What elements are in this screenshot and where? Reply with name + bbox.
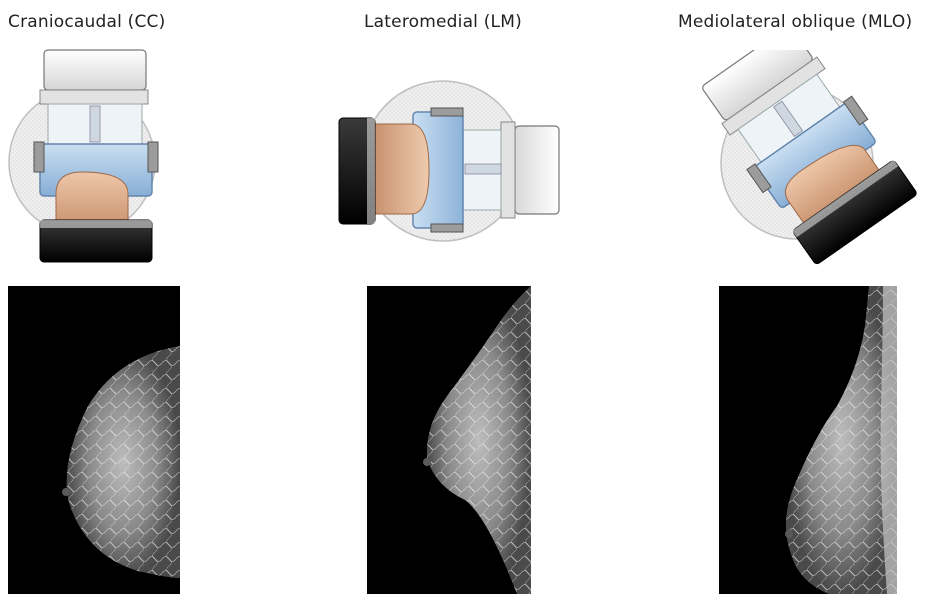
view-title-lm: Lateromedial (LM)	[364, 12, 522, 32]
tube-head	[515, 126, 559, 214]
cc-machine-illustration	[4, 44, 164, 266]
tube-head	[44, 50, 146, 90]
lm-mammogram	[367, 286, 531, 594]
cc-mammogram	[8, 286, 180, 594]
view-title-cc: Craniocaudal (CC)	[8, 12, 165, 32]
mlo-machine-illustration	[696, 50, 928, 270]
view-mlo: Mediolateral oblique (MLO)	[630, 0, 945, 594]
compressed-breast	[367, 124, 429, 214]
view-cc: Craniocaudal (CC)	[0, 0, 315, 594]
view-title-mlo: Mediolateral oblique (MLO)	[678, 12, 912, 32]
lm-machine-illustration	[337, 78, 565, 244]
mlo-mammogram	[719, 286, 897, 594]
view-lm: Lateromedial (LM)	[315, 0, 630, 594]
